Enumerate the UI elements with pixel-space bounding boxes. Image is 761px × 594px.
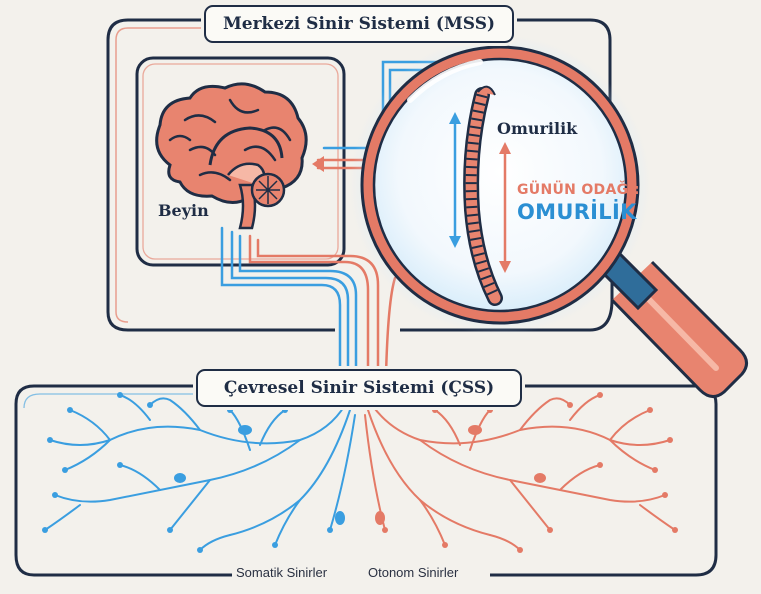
somatic-nerves-label: Somatik Sinirler bbox=[236, 565, 327, 580]
pns-title: Çevresel Sinir Sistemi (ÇSS) bbox=[196, 369, 522, 407]
autonomic-nerve-tree bbox=[365, 395, 675, 550]
focus-heading: GÜNÜN ODAĞI: bbox=[517, 182, 640, 198]
focus-subject: OMURİLİK bbox=[517, 200, 637, 224]
cns-title: Merkezi Sinir Sistemi (MSS) bbox=[204, 5, 514, 43]
spinal-cord-label: Omurilik bbox=[497, 119, 577, 138]
pns-frame bbox=[16, 386, 716, 575]
somatic-nerve-tree bbox=[45, 395, 355, 550]
brain-label: Beyin bbox=[158, 201, 209, 220]
autonomic-nerves-label: Otonom Sinirler bbox=[368, 565, 458, 580]
